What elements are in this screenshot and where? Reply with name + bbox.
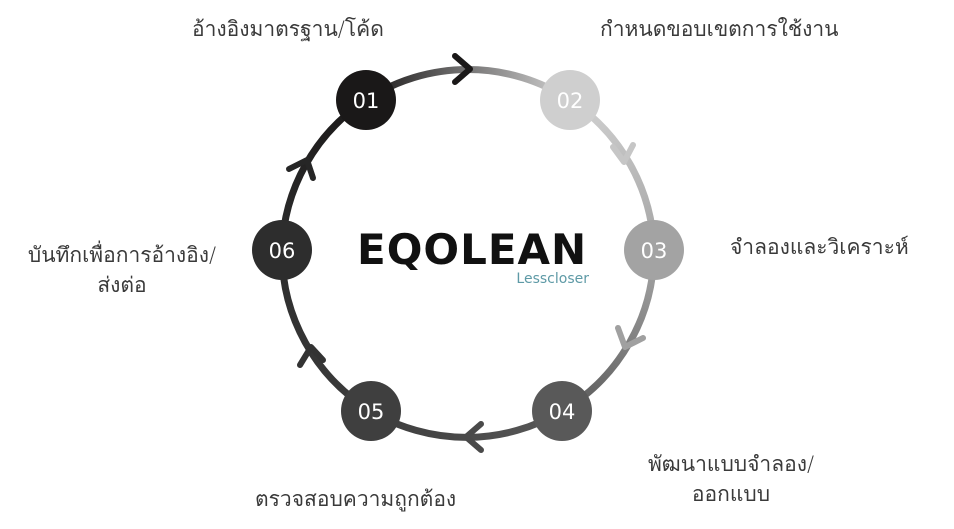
- step-label-line: พัฒนาแบบจำลอง/: [647, 452, 815, 476]
- step-number: 06: [269, 239, 296, 263]
- step-number: 02: [557, 89, 584, 113]
- logo-tagline: Lesscloser: [516, 271, 589, 287]
- step-label-line: ส่งต่อ: [97, 273, 147, 298]
- step-label-line: กำหนดขอบเขตการใช้งาน: [600, 17, 839, 41]
- step-label-03: จำลองและวิเคราะห์: [730, 232, 909, 262]
- step-number: 03: [641, 239, 668, 263]
- step-node-04: 04: [532, 381, 592, 441]
- step-number: 05: [358, 400, 385, 424]
- step-label-04: พัฒนาแบบจำลอง/ ออกแบบ: [636, 449, 826, 510]
- arrow-head-icon: [463, 421, 484, 453]
- step-number: 01: [353, 89, 380, 113]
- step-label-02: กำหนดขอบเขตการใช้งาน: [600, 14, 839, 44]
- step-node-02: 02: [540, 70, 600, 130]
- step-label-06: บันทึกเพื่อการอ้างอิง/ ส่งต่อ: [6, 240, 238, 301]
- arrow-head-icon: [610, 142, 636, 165]
- step-label-line: ตรวจสอบความถูกต้อง: [255, 487, 457, 511]
- step-label-01: อ้างอิงมาตรฐาน/โค้ด: [192, 14, 384, 44]
- arrow-head-icon: [615, 325, 646, 350]
- eqolean-logo: EQOLEAN Lesscloser: [357, 224, 593, 294]
- logo-wordmark: EQOLEAN: [357, 225, 588, 274]
- arrow-head-icon: [286, 157, 316, 181]
- step-label-line: อ้างอิงมาตรฐาน/โค้ด: [192, 17, 384, 41]
- step-number: 04: [549, 400, 576, 424]
- step-label-05: ตรวจสอบความถูกต้อง: [255, 484, 456, 514]
- step-label-line: จำลองและวิเคราะห์: [730, 235, 909, 259]
- step-label-line: ออกแบบ: [691, 482, 771, 507]
- arrow-head-icon: [297, 344, 326, 368]
- arrow-head-icon: [452, 53, 473, 85]
- step-node-06: 06: [252, 220, 312, 280]
- step-node-01: 01: [336, 70, 396, 130]
- step-node-03: 03: [624, 220, 684, 280]
- step-node-05: 05: [341, 381, 401, 441]
- step-label-line: บันทึกเพื่อการอ้างอิง/: [27, 243, 217, 267]
